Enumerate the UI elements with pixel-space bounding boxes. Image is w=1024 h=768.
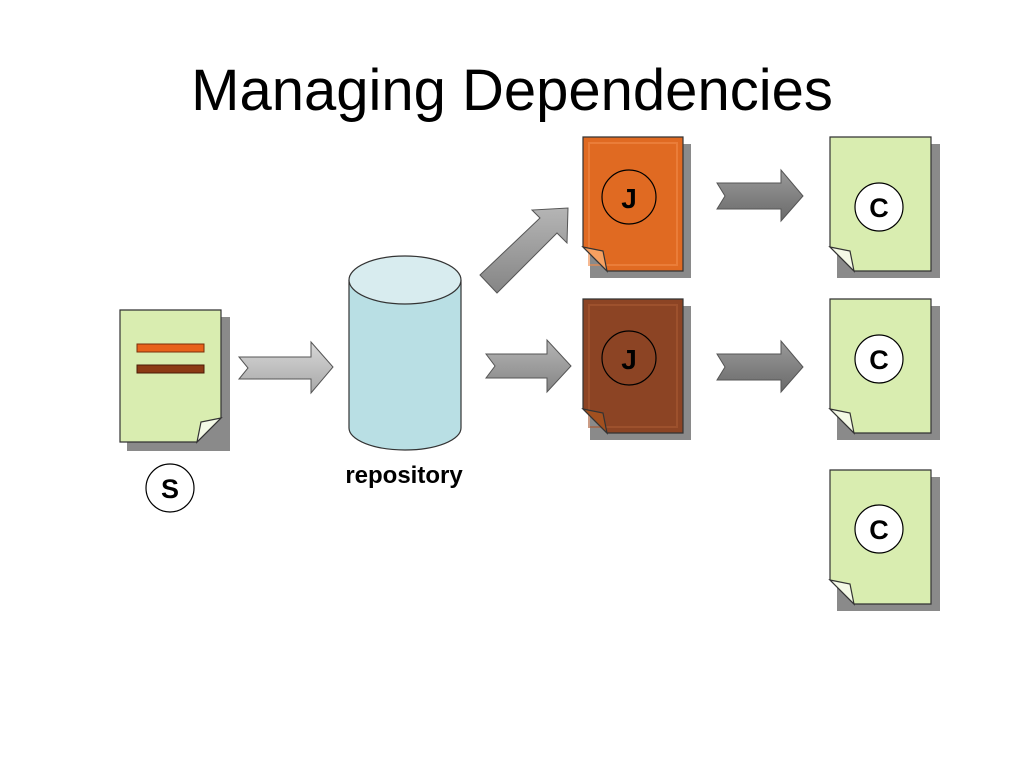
jar-label-1: J <box>621 183 637 214</box>
arrow-to-jar-1 <box>479 207 569 294</box>
jar-file-2: J <box>581 298 691 440</box>
page-title: Managing Dependencies <box>191 58 833 123</box>
source-label: S <box>161 474 179 504</box>
repository-label: repository <box>345 462 463 489</box>
class-label-3: C <box>869 515 889 545</box>
class-file-2: C <box>828 298 940 440</box>
source-document <box>119 309 230 451</box>
arrow-to-repository <box>237 340 334 395</box>
jar-label-2: J <box>621 344 637 375</box>
arrow-to-class-1 <box>716 168 804 223</box>
source-badge: S <box>145 463 195 513</box>
jar-file-1: J <box>581 136 691 278</box>
arrow-to-class-2 <box>716 339 804 394</box>
repository-cylinder <box>348 255 462 451</box>
class-file-3: C <box>828 469 940 611</box>
class-label-1: C <box>869 193 889 223</box>
arrow-to-jar-2 <box>485 338 572 394</box>
class-label-2: C <box>869 345 889 375</box>
class-file-1: C <box>828 136 940 278</box>
